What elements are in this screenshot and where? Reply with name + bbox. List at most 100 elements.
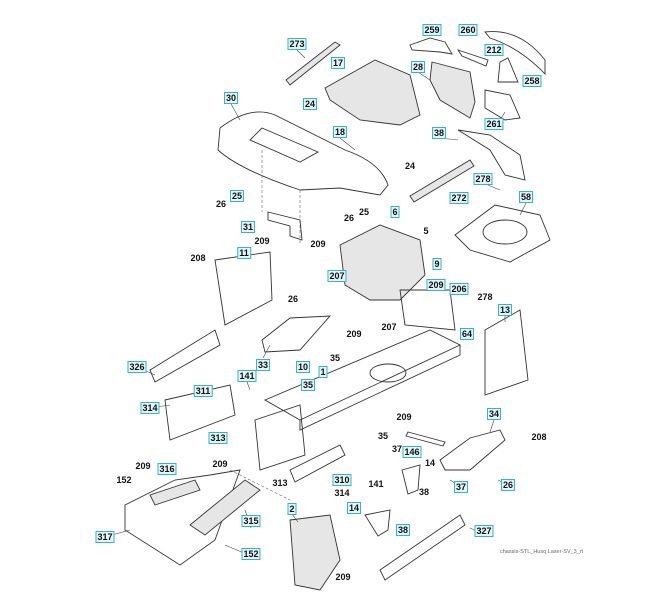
part-38-lower	[364, 509, 391, 537]
part-33	[261, 315, 332, 353]
callout-209e: 209	[396, 412, 412, 422]
callout-261[interactable]: 261	[484, 118, 504, 130]
part-64	[399, 289, 456, 331]
part-2	[289, 514, 341, 591]
part-316	[149, 479, 201, 506]
callout-317[interactable]: 317	[95, 531, 115, 543]
callout-209b: 209	[310, 239, 326, 249]
callout-35c: 35	[377, 431, 389, 441]
part-272	[409, 159, 475, 203]
callout-5: 5	[423, 226, 429, 236]
callout-25[interactable]: 25	[229, 190, 245, 202]
callout-316[interactable]: 316	[157, 463, 177, 475]
callout-24b: 24	[404, 161, 416, 171]
callout-37: 37	[391, 444, 403, 454]
callout-38[interactable]: 38	[431, 127, 447, 139]
part-34	[439, 429, 506, 471]
callout-1[interactable]: 1	[318, 366, 328, 378]
callout-10[interactable]: 10	[295, 361, 311, 373]
part-11	[214, 251, 273, 326]
callout-207[interactable]: 207	[327, 270, 347, 282]
callout-313[interactable]: 313	[208, 432, 228, 444]
callout-208b: 208	[531, 432, 547, 442]
callout-258[interactable]: 258	[522, 75, 542, 87]
callout-58[interactable]: 58	[518, 191, 534, 203]
callout-26: 26	[215, 199, 227, 209]
callout-327[interactable]: 327	[474, 525, 494, 537]
part-310	[289, 444, 346, 483]
callout-207b: 207	[381, 322, 397, 332]
callout-314[interactable]: 314	[140, 402, 160, 414]
callout-25b: 25	[358, 207, 370, 217]
part-258	[497, 57, 519, 83]
part-273	[285, 41, 341, 86]
part-58	[454, 204, 551, 263]
part-315	[189, 479, 261, 536]
callout-209g: 209	[212, 459, 228, 469]
callout-311[interactable]: 311	[193, 385, 213, 397]
part-260	[456, 49, 489, 67]
watermark-text: chassis-STL_Husq Laser-SV_3_rt	[500, 549, 584, 555]
callout-315[interactable]: 315	[241, 515, 261, 527]
callout-209f: 209	[135, 461, 151, 471]
callout-208: 208	[190, 253, 206, 263]
part-13	[484, 309, 529, 396]
callout-209c[interactable]: 209	[426, 279, 446, 291]
part-261	[484, 89, 521, 121]
callout-272[interactable]: 272	[449, 192, 469, 204]
callout-314b: 314	[334, 488, 350, 498]
callout-6[interactable]: 6	[390, 206, 400, 218]
callout-37b[interactable]: 37	[453, 481, 469, 493]
callout-34[interactable]: 34	[486, 408, 502, 420]
part-28	[429, 61, 476, 119]
callout-146[interactable]: 146	[402, 446, 422, 458]
part-327	[379, 514, 466, 581]
callout-141[interactable]: 141	[237, 370, 257, 382]
part-259	[409, 37, 453, 55]
part-38-upper	[401, 464, 421, 495]
callout-313b: 313	[272, 478, 288, 488]
part-31	[267, 211, 303, 241]
callout-28[interactable]: 28	[410, 61, 426, 73]
part-146	[405, 431, 446, 447]
callout-206[interactable]: 206	[449, 283, 469, 295]
part-9	[339, 224, 426, 301]
part-38-bracket	[457, 129, 526, 181]
callout-152b[interactable]: 152	[241, 548, 261, 560]
callout-18[interactable]: 18	[332, 126, 348, 138]
callout-9[interactable]: 9	[432, 258, 442, 270]
callout-26d[interactable]: 26	[500, 479, 516, 491]
callout-14b[interactable]: 14	[346, 502, 362, 514]
callout-2[interactable]: 2	[287, 503, 297, 515]
callout-64[interactable]: 64	[459, 328, 475, 340]
callout-17[interactable]: 17	[330, 57, 346, 69]
part-212	[484, 31, 546, 76]
part-17	[324, 59, 421, 126]
callout-24[interactable]: 24	[302, 98, 318, 110]
callout-11[interactable]: 11	[237, 247, 251, 259]
callout-259[interactable]: 259	[422, 24, 442, 36]
callout-310[interactable]: 310	[332, 474, 352, 486]
callout-38b[interactable]: 38	[395, 524, 411, 536]
callout-209h: 209	[335, 572, 351, 582]
callout-13[interactable]: 13	[497, 304, 513, 316]
callout-278[interactable]: 278	[473, 173, 493, 185]
callout-326[interactable]: 326	[127, 361, 147, 373]
callout-35b[interactable]: 35	[300, 379, 316, 391]
callout-209: 209	[254, 236, 270, 246]
callout-260[interactable]: 260	[458, 24, 478, 36]
callout-38c: 38	[418, 487, 430, 497]
callout-33[interactable]: 33	[255, 359, 271, 371]
callout-35: 35	[329, 353, 341, 363]
part-30	[217, 111, 389, 196]
callout-14: 14	[424, 458, 436, 468]
callout-26c: 26	[287, 294, 299, 304]
callout-31[interactable]: 31	[240, 221, 256, 233]
callout-30[interactable]: 30	[223, 92, 239, 104]
callout-278b: 278	[477, 292, 493, 302]
callout-273[interactable]: 273	[287, 38, 307, 50]
part-326	[149, 329, 221, 383]
callout-212[interactable]: 212	[484, 44, 504, 56]
